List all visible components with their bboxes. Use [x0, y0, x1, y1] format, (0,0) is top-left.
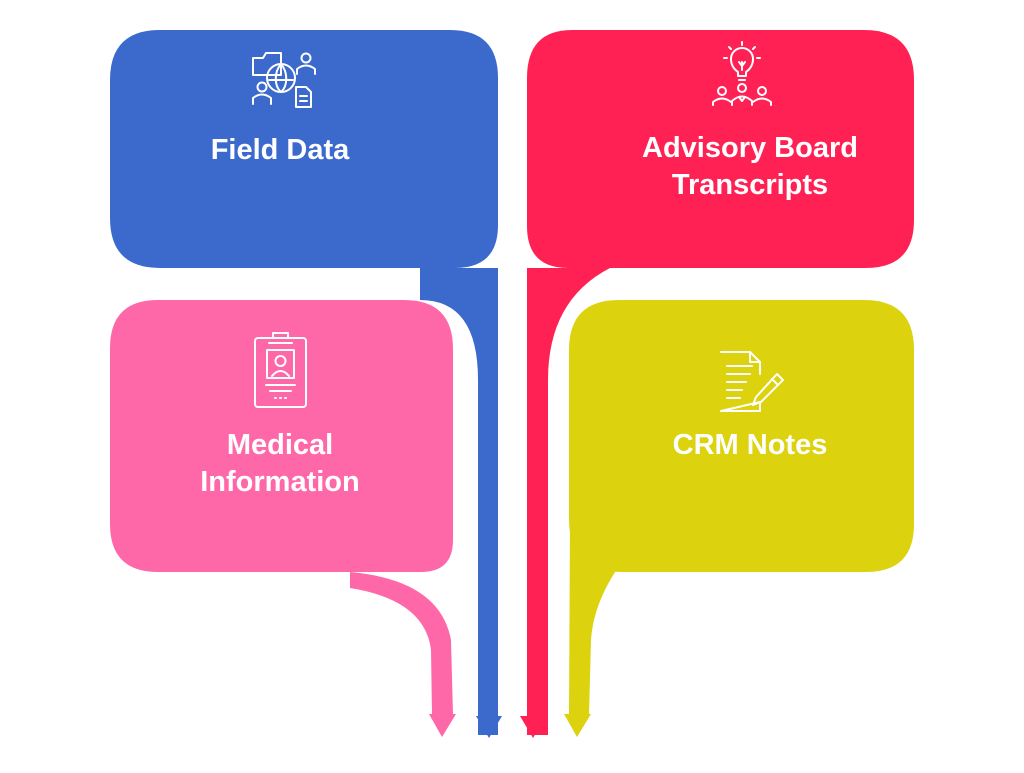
medical-label: Medical Information [150, 427, 410, 501]
team-network-icon [252, 52, 316, 108]
medical-label-line-1: Medical [226, 429, 334, 461]
medical-shape [110, 300, 456, 737]
document-pen-icon [720, 351, 784, 412]
field-data-label: Field Data [180, 132, 380, 169]
crm-arrowhead [564, 714, 591, 737]
advisory-label-line-1: Advisory Board [642, 132, 858, 164]
field-data-stem [420, 268, 498, 735]
advisory-label: Advisory Board Transcripts [600, 130, 900, 204]
medical-label-line-2: Information [200, 466, 360, 498]
field-data-label-line: Field Data [210, 134, 350, 166]
advisory-label-line-2: Transcripts [671, 169, 829, 201]
medical-arrowhead [429, 714, 456, 737]
medical-card [110, 300, 453, 572]
advisory-stem [527, 268, 610, 735]
idea-meeting-icon [712, 41, 772, 106]
crm-shape [564, 300, 914, 737]
medical-tail [350, 572, 453, 715]
crm-card [569, 300, 914, 572]
crm-label-line: CRM Notes [672, 429, 828, 461]
crm-label: CRM Notes [630, 427, 870, 464]
advisory-shape [520, 30, 914, 738]
advisory-arrowhead [520, 716, 546, 738]
crm-tail [569, 520, 660, 715]
id-badge-clipboard-icon [254, 332, 307, 408]
field-data-arrowhead [476, 716, 502, 738]
field-data-shape [110, 30, 502, 738]
field-data-card [110, 30, 498, 268]
advisory-card [527, 30, 914, 268]
